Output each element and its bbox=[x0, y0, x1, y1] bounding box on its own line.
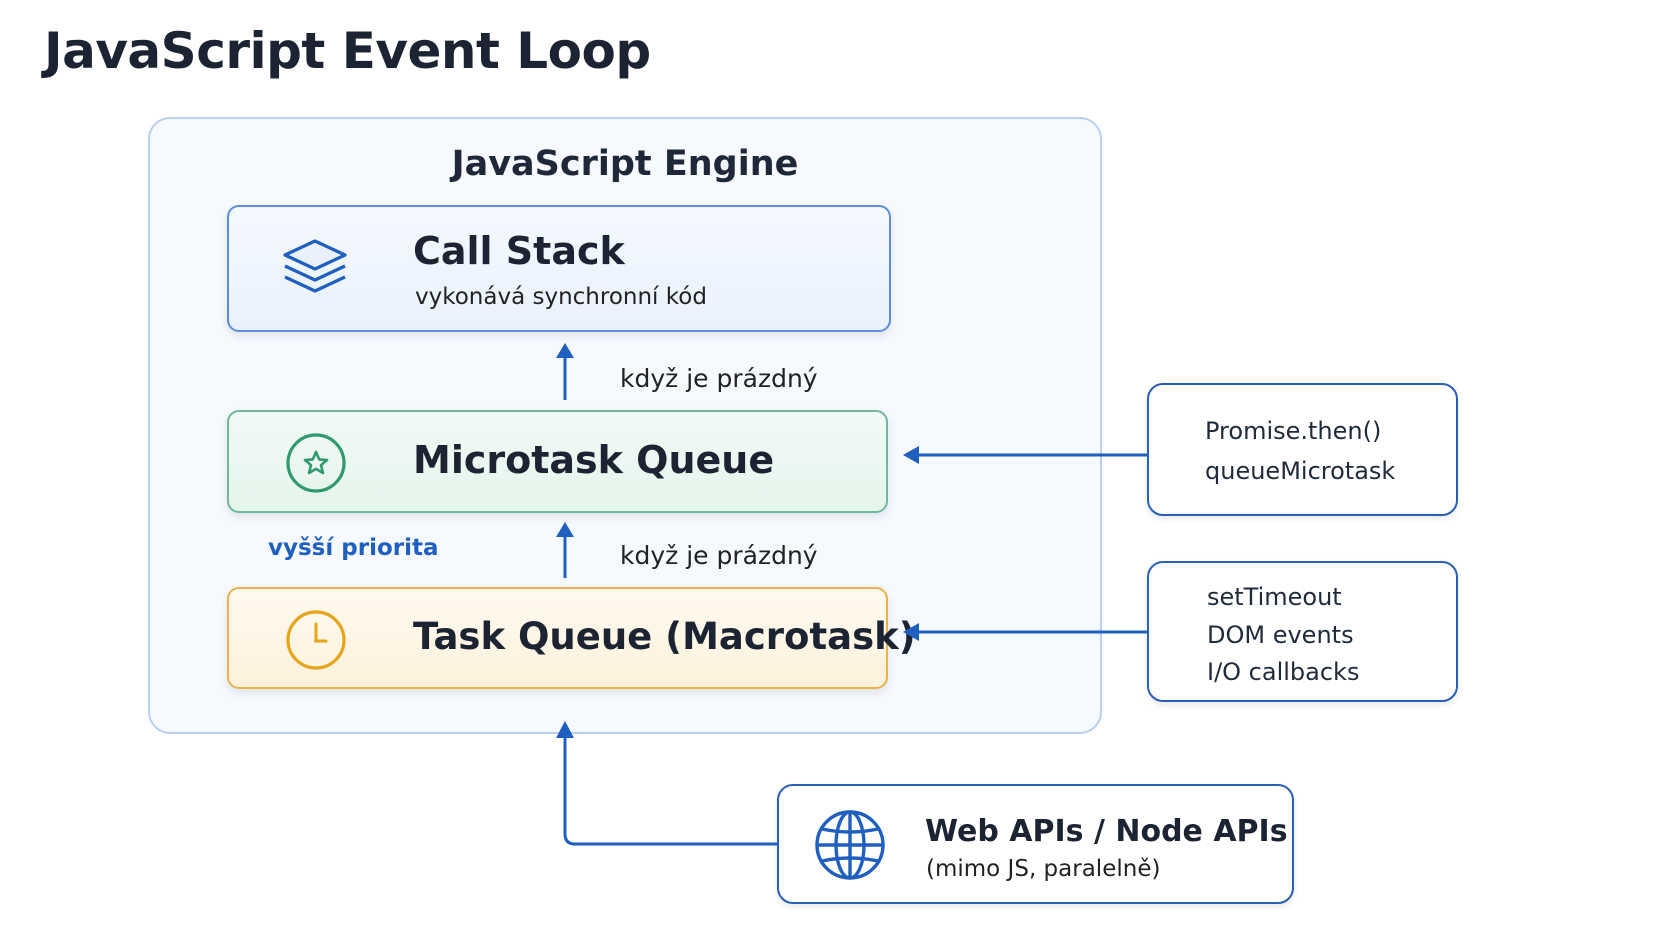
star-icon bbox=[285, 432, 347, 498]
task-queue-title: Task Queue (Macrotask) bbox=[413, 615, 916, 658]
call-stack-subtitle: vykonává synchronní kód bbox=[415, 284, 707, 310]
task-sources-box: setTimeout DOM events I/O callbacks bbox=[1147, 561, 1458, 702]
label-micro-to-stack: když je prázdný bbox=[620, 364, 818, 393]
clock-icon bbox=[285, 609, 347, 675]
layers-icon bbox=[279, 235, 351, 309]
task-source-line: setTimeout bbox=[1207, 583, 1342, 611]
task-source-line: I/O callbacks bbox=[1207, 658, 1360, 686]
microtask-sources-box: Promise.then() queueMicrotask bbox=[1147, 383, 1458, 516]
label-task-to-micro: když je prázdný bbox=[620, 541, 818, 570]
web-apis-box: Web APIs / Node APIs (mimo JS, paralelně… bbox=[777, 784, 1294, 904]
microtask-source-line: Promise.then() bbox=[1205, 417, 1382, 445]
task-source-line: DOM events bbox=[1207, 621, 1354, 649]
microtask-source-line: queueMicrotask bbox=[1205, 457, 1396, 485]
page-title: JavaScript Event Loop bbox=[44, 22, 651, 80]
microtask-queue-title: Microtask Queue bbox=[413, 438, 775, 482]
task-queue-box: Task Queue (Macrotask) bbox=[227, 587, 916, 689]
web-apis-subtitle: (mimo JS, paralelně) bbox=[926, 856, 1161, 882]
web-apis-title: Web APIs / Node APIs bbox=[925, 814, 1288, 849]
microtask-queue-box: Microtask Queue bbox=[227, 410, 888, 513]
engine-title: JavaScript Engine bbox=[451, 144, 799, 184]
priority-label: vyšší priorita bbox=[268, 535, 439, 561]
call-stack-box: Call Stack vykonává synchronní kód bbox=[227, 205, 891, 332]
globe-icon bbox=[813, 808, 887, 886]
arrow-webapi-to-task bbox=[556, 721, 777, 846]
call-stack-title: Call Stack bbox=[413, 229, 625, 273]
